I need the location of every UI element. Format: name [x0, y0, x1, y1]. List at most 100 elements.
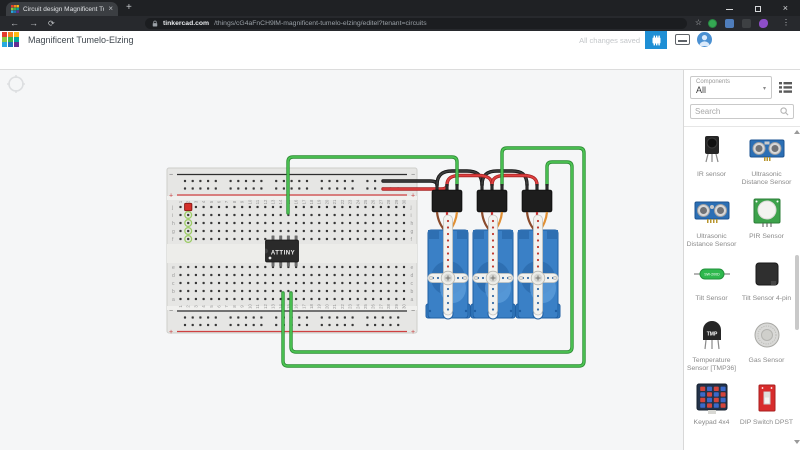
- component-item[interactable]: Tilt Sensor 4-pin: [739, 252, 794, 314]
- back-icon[interactable]: ←: [10, 18, 19, 28]
- scroll-up-icon[interactable]: [794, 130, 800, 134]
- svg-text:11: 11: [255, 304, 260, 309]
- pir-sensor-icon: [745, 194, 789, 230]
- svg-text:23: 23: [348, 304, 353, 309]
- window-close-button[interactable]: ×: [782, 3, 788, 13]
- svg-text:24: 24: [355, 304, 360, 309]
- svg-text:19: 19: [317, 199, 322, 204]
- svg-text:h: h: [411, 221, 414, 227]
- svg-text:h: h: [172, 221, 175, 227]
- circuit-drawing: −−++−−++11223344556677889910101111121213…: [7, 75, 586, 368]
- svg-text:3: 3: [193, 200, 198, 203]
- svg-text:16: 16: [294, 199, 299, 204]
- highlighted-hole[interactable]: [184, 210, 193, 220]
- design-title[interactable]: Magnificent Tumelo-Elzing: [28, 35, 134, 45]
- svg-text:18: 18: [309, 304, 314, 309]
- svg-text:13: 13: [270, 199, 275, 204]
- svg-text:g: g: [411, 229, 414, 235]
- component-item[interactable]: Keypad 4x4: [684, 376, 739, 438]
- svg-text:5: 5: [209, 305, 214, 308]
- tab-title: Circuit design Magnificent Tum: [23, 5, 105, 13]
- svg-text:6: 6: [217, 200, 222, 203]
- component-label: Keypad 4x4: [693, 419, 730, 426]
- forward-icon[interactable]: →: [29, 18, 38, 28]
- svg-text:4: 4: [201, 305, 206, 308]
- svg-text:30: 30: [402, 304, 407, 309]
- svg-text:c: c: [411, 281, 414, 287]
- svg-text:b: b: [411, 289, 414, 295]
- new-tab-button[interactable]: +: [126, 2, 132, 13]
- gas-sensor-icon: [745, 318, 789, 354]
- ultrasonic-3pin-icon: [745, 132, 789, 168]
- panel-toggle-icon[interactable]: [675, 34, 690, 45]
- svg-text:12: 12: [263, 304, 268, 309]
- svg-text:14: 14: [278, 304, 283, 309]
- svg-text:9: 9: [240, 200, 245, 203]
- svg-text:g: g: [172, 229, 175, 235]
- extension-icon-purple[interactable]: [759, 19, 768, 28]
- svg-text:−: −: [411, 172, 415, 179]
- maximize-button[interactable]: [754, 6, 761, 12]
- svg-text:26: 26: [371, 199, 376, 204]
- svg-text:ATTINY: ATTINY: [271, 251, 295, 257]
- component-item[interactable]: DIP Switch DPST: [739, 376, 794, 438]
- temperature-sensor-icon: TMP: [690, 318, 734, 354]
- micro-servo[interactable]: [515, 184, 561, 320]
- svg-text:−: −: [169, 172, 173, 179]
- component-item[interactable]: Ultrasonic Distance Sensor: [684, 190, 739, 252]
- highlighted-hole[interactable]: [184, 218, 193, 228]
- tab-close-icon[interactable]: ×: [108, 4, 113, 13]
- category-dropdown[interactable]: Components All ▾: [690, 76, 772, 99]
- minimize-button[interactable]: [725, 9, 733, 10]
- svg-text:2: 2: [186, 200, 191, 203]
- svg-text:21: 21: [332, 199, 337, 204]
- component-label: IR sensor: [696, 171, 727, 178]
- svg-text:12: 12: [263, 199, 268, 204]
- circuits-button[interactable]: [645, 31, 667, 49]
- svg-text:14: 14: [278, 199, 283, 204]
- scrollbar-thumb[interactable]: [795, 255, 799, 330]
- browser-menu-icon[interactable]: ⋮: [782, 18, 790, 27]
- attiny-chip[interactable]: ATTINY: [265, 235, 299, 267]
- svg-text:c: c: [172, 281, 175, 287]
- component-item[interactable]: Gas Sensor: [739, 314, 794, 376]
- address-bar[interactable]: tinkercad.com /things/cG4aFnCH9lM-magnif…: [145, 18, 687, 29]
- component-item[interactable]: Ultrasonic Distance Sensor: [739, 128, 794, 190]
- highlighted-hole[interactable]: [184, 234, 193, 244]
- extension-icon-blue[interactable]: [725, 19, 734, 28]
- list-view-toggle-icon[interactable]: [779, 80, 792, 98]
- svg-text:29: 29: [394, 304, 399, 309]
- component-item[interactable]: IR sensor: [684, 128, 739, 190]
- url-path: /things/cG4aFnCH9lM-magnificent-tumelo-e…: [214, 20, 427, 27]
- search-input[interactable]: [695, 107, 780, 116]
- extension-icon-dark[interactable]: [742, 19, 751, 28]
- svg-text:22: 22: [340, 304, 345, 309]
- zoom-to-fit-icon[interactable]: [7, 75, 25, 93]
- svg-text:11: 11: [255, 199, 260, 204]
- micro-servo[interactable]: [470, 184, 516, 320]
- svg-text:28: 28: [386, 304, 391, 309]
- browser-tab[interactable]: Circuit design Magnificent Tum ×: [6, 2, 118, 16]
- svg-text:TMP: TMP: [706, 332, 717, 338]
- tinkercad-favicon: [11, 5, 19, 13]
- component-item[interactable]: PIR Sensor: [739, 190, 794, 252]
- svg-text:−: −: [411, 308, 415, 315]
- svg-text:22: 22: [340, 199, 345, 204]
- tinkercad-logo[interactable]: [2, 32, 20, 47]
- red-component[interactable]: [184, 202, 193, 212]
- component-item[interactable]: ON: [684, 438, 739, 450]
- micro-servo[interactable]: [425, 184, 471, 320]
- reload-icon[interactable]: ⟳: [48, 19, 55, 28]
- extension-icon-green[interactable]: [708, 19, 717, 28]
- svg-text:28: 28: [386, 199, 391, 204]
- svg-text:30: 30: [402, 199, 407, 204]
- account-avatar[interactable]: [697, 32, 712, 47]
- bookmark-star-icon[interactable]: ☆: [694, 18, 702, 27]
- scroll-down-icon[interactable]: [794, 440, 800, 444]
- component-item[interactable]: [739, 438, 794, 450]
- highlighted-hole[interactable]: [184, 226, 193, 236]
